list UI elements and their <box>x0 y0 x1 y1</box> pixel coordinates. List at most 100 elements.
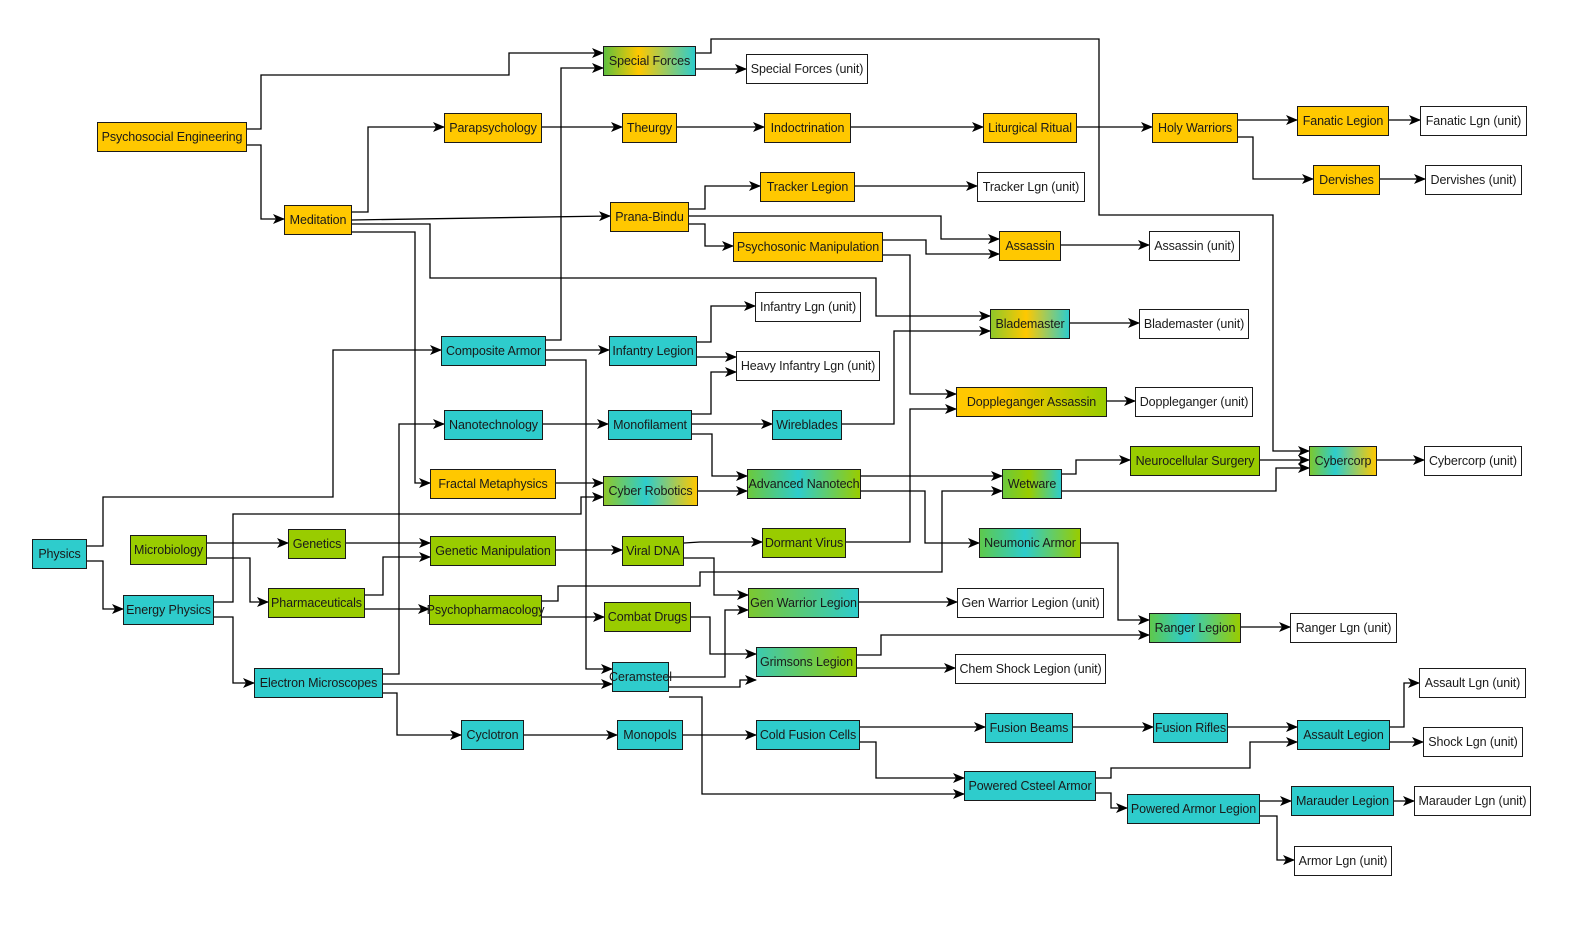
node-label: Tracker Lgn (unit) <box>982 180 1080 194</box>
node-neumonic-armor[interactable]: Neumonic Armor <box>979 528 1081 558</box>
node-fusion-rifles[interactable]: Fusion Rifles <box>1153 713 1228 743</box>
node-marauder-lgn-unit[interactable]: Marauder Lgn (unit) <box>1414 786 1531 816</box>
edge-special-forces-to-cybercorp <box>696 38 1310 456</box>
node-ceramsteel[interactable]: Ceramsteel <box>609 662 672 692</box>
node-grimsons-legion[interactable]: Grimsons Legion <box>756 647 857 677</box>
node-holy-warriors[interactable]: Holy Warriors <box>1152 113 1238 143</box>
node-ranger-legion[interactable]: Ranger Legion <box>1149 613 1241 643</box>
node-cyclotron[interactable]: Cyclotron <box>461 720 524 750</box>
node-wireblades[interactable]: Wireblades <box>772 410 842 440</box>
node-tracker-legion[interactable]: Tracker Legion <box>760 172 855 202</box>
node-assassin-unit[interactable]: Assassin (unit) <box>1149 231 1240 261</box>
node-label: Composite Armor <box>445 344 542 358</box>
edge-prana-bindu-to-tracker-legion <box>689 181 761 210</box>
node-label: Grimsons Legion <box>760 655 853 669</box>
node-cold-fusion-cells[interactable]: Cold Fusion Cells <box>756 720 860 750</box>
node-monopols[interactable]: Monopols <box>617 720 683 750</box>
node-advanced-nanotech[interactable]: Advanced Nanotech <box>747 469 861 499</box>
node-doppleganger-unit[interactable]: Doppleganger (unit) <box>1135 387 1253 417</box>
node-fractal-metaphysics[interactable]: Fractal Metaphysics <box>430 469 556 499</box>
node-label: Ranger Legion <box>1154 621 1236 635</box>
node-fanatic-legion[interactable]: Fanatic Legion <box>1297 106 1389 136</box>
node-special-forces-unit[interactable]: Special Forces (unit) <box>746 54 868 84</box>
node-indoctrination[interactable]: Indoctrination <box>764 113 851 143</box>
node-theurgy[interactable]: Theurgy <box>622 113 677 143</box>
node-microbiology[interactable]: Microbiology <box>130 535 207 565</box>
edge-physics-to-composite-armor <box>87 345 442 547</box>
node-chem-shock-legion-unit[interactable]: Chem Shock Legion (unit) <box>955 654 1106 684</box>
node-dervishes-unit[interactable]: Dervishes (unit) <box>1425 165 1522 195</box>
node-blademaster-unit[interactable]: Blademaster (unit) <box>1139 309 1249 339</box>
node-shock-lgn-unit[interactable]: Shock Lgn (unit) <box>1423 727 1523 757</box>
node-composite-armor[interactable]: Composite Armor <box>441 336 546 366</box>
node-label: Cyber Robotics <box>608 484 693 498</box>
node-liturgical-ritual[interactable]: Liturgical Ritual <box>983 113 1077 143</box>
node-doppleganger-assassin[interactable]: Doppleganger Assassin <box>956 387 1107 417</box>
node-cyber-robotics[interactable]: Cyber Robotics <box>603 476 698 506</box>
node-assassin[interactable]: Assassin <box>999 231 1061 261</box>
node-infantry-legion[interactable]: Infantry Legion <box>609 336 697 366</box>
node-label: Meditation <box>289 213 347 227</box>
node-label: Neumonic Armor <box>984 536 1076 550</box>
edge-meditation-to-prana-bindu <box>351 211 611 222</box>
node-electron-microscopes[interactable]: Electron Microscopes <box>254 668 383 698</box>
node-viral-dna[interactable]: Viral DNA <box>622 536 684 566</box>
node-ranger-lgn-unit[interactable]: Ranger Lgn (unit) <box>1290 613 1397 643</box>
node-energy-physics[interactable]: Energy Physics <box>123 595 214 625</box>
node-label: Marauder Legion <box>1295 794 1389 808</box>
node-blademaster[interactable]: Blademaster <box>990 309 1070 339</box>
node-label: Assault Lgn (unit) <box>1424 676 1521 690</box>
node-assault-legion[interactable]: Assault Legion <box>1297 720 1390 750</box>
node-powered-csteel-armor[interactable]: Powered Csteel Armor <box>964 771 1096 801</box>
node-cybercorp[interactable]: Cybercorp <box>1309 446 1377 476</box>
node-label: Special Forces (unit) <box>750 62 864 76</box>
node-armor-lgn-unit[interactable]: Armor Lgn (unit) <box>1294 846 1392 876</box>
node-wetware[interactable]: Wetware <box>1002 469 1062 499</box>
node-powered-armor-legion[interactable]: Powered Armor Legion <box>1127 794 1260 824</box>
node-genetic-manipulation[interactable]: Genetic Manipulation <box>430 536 556 566</box>
edge-meditation-to-parapsychology <box>352 122 445 213</box>
edge-ceramsteel-to-powered-csteel-armor <box>669 696 965 799</box>
node-assault-lgn-unit[interactable]: Assault Lgn (unit) <box>1419 668 1526 698</box>
node-gen-warrior-legion[interactable]: Gen Warrior Legion <box>748 588 859 618</box>
node-tracker-lgn-unit[interactable]: Tracker Lgn (unit) <box>977 172 1085 202</box>
node-gen-warrior-legion-unit[interactable]: Gen Warrior Legion (unit) <box>957 588 1104 618</box>
edge-monofilament-to-advanced-nanotech <box>692 433 748 481</box>
node-label: Genetic Manipulation <box>435 544 551 558</box>
edge-neumonic-armor-to-ranger-legion <box>1081 542 1150 625</box>
node-combat-drugs[interactable]: Combat Drugs <box>604 602 691 632</box>
node-prana-bindu[interactable]: Prana-Bindu <box>610 202 689 232</box>
edge-holy-warriors-to-dervishes <box>1238 136 1314 184</box>
node-nanotechnology[interactable]: Nanotechnology <box>444 410 543 440</box>
node-psychopharmacology[interactable]: Psychopharmacology <box>426 595 545 625</box>
node-genetics[interactable]: Genetics <box>288 529 346 559</box>
node-special-forces[interactable]: Special Forces <box>603 46 696 76</box>
node-infantry-lgn-unit[interactable]: Infantry Lgn (unit) <box>755 292 861 322</box>
node-psychosocial-engineering[interactable]: Psychosocial Engineering <box>97 122 247 152</box>
node-marauder-legion[interactable]: Marauder Legion <box>1291 786 1394 816</box>
node-label: Psychopharmacology <box>426 603 545 617</box>
node-label: Dormant Virus <box>764 536 844 550</box>
node-cybercorp-unit[interactable]: Cybercorp (unit) <box>1424 446 1522 476</box>
node-label: Infantry Legion <box>612 344 694 358</box>
node-label: Marauder Lgn (unit) <box>1418 794 1527 808</box>
node-fanatic-lgn-unit[interactable]: Fanatic Lgn (unit) <box>1420 106 1527 136</box>
node-neurocellular-surgery[interactable]: Neurocellular Surgery <box>1130 446 1260 476</box>
node-physics[interactable]: Physics <box>32 539 87 569</box>
node-psychosonic-manipulation[interactable]: Psychosonic Manipulation <box>733 232 883 262</box>
node-monofilament[interactable]: Monofilament <box>608 410 692 440</box>
edge-electron-microscopes-to-cyclotron <box>383 692 462 740</box>
node-parapsychology[interactable]: Parapsychology <box>444 113 542 143</box>
node-label: Gen Warrior Legion (unit) <box>961 596 1100 610</box>
node-fusion-beams[interactable]: Fusion Beams <box>985 713 1073 743</box>
edge-energy-physics-to-cyber-robotics <box>214 492 604 603</box>
node-label: Powered Armor Legion <box>1130 802 1257 816</box>
node-dormant-virus[interactable]: Dormant Virus <box>762 528 846 558</box>
edge-combat-drugs-to-grimsons-legion <box>691 616 757 659</box>
node-pharmaceuticals[interactable]: Pharmaceuticals <box>268 588 365 618</box>
node-meditation[interactable]: Meditation <box>284 205 352 235</box>
node-dervishes[interactable]: Dervishes <box>1313 165 1380 195</box>
node-heavy-infantry-lgn-unit[interactable]: Heavy Infantry Lgn (unit) <box>736 351 880 381</box>
node-label: Assassin (unit) <box>1154 239 1235 253</box>
